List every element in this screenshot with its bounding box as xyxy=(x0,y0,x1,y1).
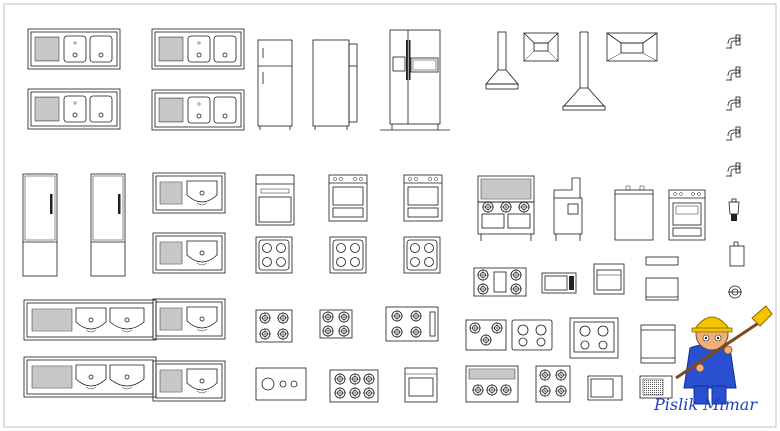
washer xyxy=(614,185,654,241)
cooktop-plan xyxy=(569,317,619,359)
gas-cooktop-3 xyxy=(385,306,439,342)
faucet-1 xyxy=(725,34,741,49)
undercounter-appliance xyxy=(645,256,679,301)
microwave-2 xyxy=(587,375,623,401)
oven-door xyxy=(404,367,438,403)
gas-cooktop-2 xyxy=(319,309,353,339)
microwave-1 xyxy=(541,272,577,294)
sheet-frame xyxy=(3,3,777,428)
range-hood-1 xyxy=(485,31,519,90)
cooktop-3 xyxy=(403,236,441,274)
cooktop-wide xyxy=(473,267,527,297)
pislik-mimar-logo xyxy=(675,305,773,405)
double-sink-3 xyxy=(151,28,245,70)
side-by-side-refrigerator xyxy=(380,29,450,131)
faucet-3 xyxy=(725,96,741,111)
sink-drainboard-4 xyxy=(152,360,226,402)
logo-text: Pislik Mimar xyxy=(653,395,758,414)
cooking-pot xyxy=(728,285,742,299)
oven-range-1 xyxy=(328,174,368,222)
gas-range-top xyxy=(329,369,379,403)
refrigerator-1 xyxy=(257,39,293,131)
freestanding-range xyxy=(668,189,706,241)
tall-fridge-1 xyxy=(22,173,58,277)
cooktop-1 xyxy=(255,236,293,274)
refrigerator-2 xyxy=(312,39,358,130)
double-sink-2 xyxy=(27,88,121,130)
faucet-2 xyxy=(725,66,741,81)
sink-drainboard-1 xyxy=(152,172,226,214)
sink-drainboard-3 xyxy=(152,298,226,340)
double-sink-4 xyxy=(151,89,245,131)
cabinet-box xyxy=(640,324,676,364)
commercial-range-plan xyxy=(465,365,519,403)
oven-range-2 xyxy=(403,174,443,222)
cooktop-2 xyxy=(329,236,367,274)
double-oval-sink-2 xyxy=(23,356,157,398)
range-side-view xyxy=(553,177,583,241)
sink-drainboard-2 xyxy=(152,232,226,274)
gas-cooktop-1 xyxy=(255,309,293,343)
cooktop-controls xyxy=(255,367,307,401)
faucet-5 xyxy=(725,162,741,177)
wall-oven xyxy=(593,263,625,295)
double-oval-sink-1 xyxy=(23,299,157,341)
faucet-4 xyxy=(725,126,741,141)
commercial-range xyxy=(477,175,535,241)
range-front-2 xyxy=(535,365,571,403)
range-hood-plan-2 xyxy=(606,32,658,62)
double-sink-1 xyxy=(27,28,121,70)
kettle xyxy=(729,241,745,267)
dishwasher xyxy=(255,174,295,226)
range-hood-plan-1 xyxy=(523,32,559,62)
blender xyxy=(728,198,740,221)
tall-fridge-2 xyxy=(90,173,126,277)
gas-cooktop-4 xyxy=(465,319,507,351)
microwave-3 xyxy=(639,375,673,399)
range-hood-2 xyxy=(562,31,606,111)
electric-cooktop xyxy=(511,319,553,351)
